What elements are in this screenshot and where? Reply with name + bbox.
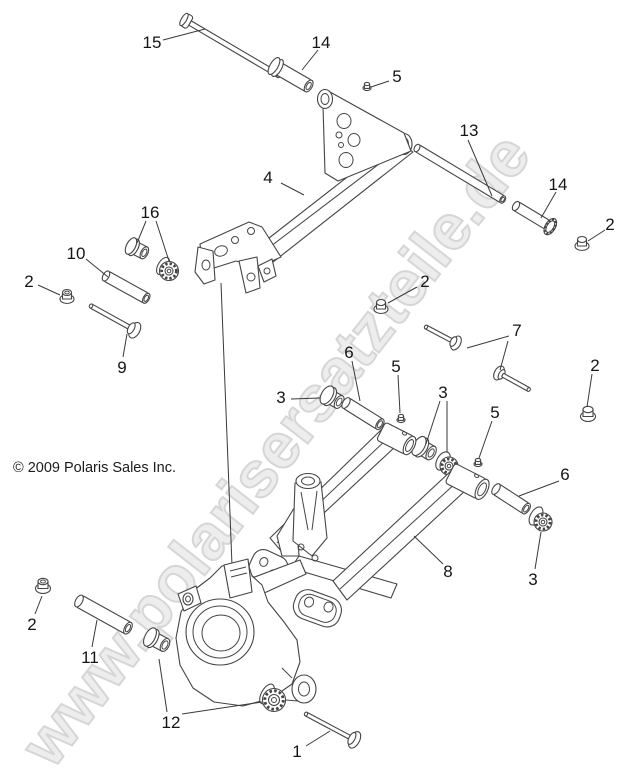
- part-10-tube: [101, 270, 151, 304]
- part-1-bolt: [303, 711, 362, 749]
- part-11-tube: [74, 594, 133, 635]
- part-9-bolt: [88, 303, 142, 339]
- callout-10: 10: [67, 244, 86, 263]
- callout-12: 12: [162, 713, 181, 732]
- part-6-tube-left: [341, 397, 385, 431]
- callout-2-topright: 2: [605, 215, 614, 234]
- copyright-notice: © 2009 Polaris Sales Inc.: [13, 460, 176, 476]
- part-6-tube-right: [491, 483, 531, 515]
- callout-14-right: 14: [549, 175, 568, 194]
- part-2-nut-mid: [373, 298, 389, 315]
- callout-2-left: 2: [24, 272, 33, 291]
- part-16-bushing-splined: [156, 256, 180, 282]
- part-14-bolt-right: [511, 200, 558, 236]
- part-2-nut-right: [579, 405, 597, 423]
- callout-1: 1: [292, 742, 301, 761]
- callout-labels: 15 14 5 13 14 2 4 16 10 2 2 9 6 7 2 3 5 …: [24, 33, 614, 761]
- part-13-tube: [413, 143, 507, 204]
- part-2-nut-topright: [574, 235, 590, 252]
- callout-11: 11: [81, 648, 99, 667]
- knuckle-carrier: [175, 558, 317, 707]
- part-3-bushing-splined-right: [528, 506, 553, 532]
- callout-3-mid: 3: [438, 383, 447, 402]
- part-5-nut-top: [362, 81, 372, 92]
- part-2-nut-bottomleft: [34, 577, 52, 595]
- part-5-nut-right: [473, 457, 483, 468]
- part-5-nut-mid: [396, 413, 406, 424]
- callout-5-mid: 5: [391, 357, 400, 376]
- callout-8: 8: [443, 562, 452, 581]
- part-8-arm-assembly: [248, 422, 490, 628]
- part-2-nut-left: [59, 288, 75, 305]
- callout-16: 16: [141, 203, 160, 222]
- part-12-plug-splined: [259, 683, 287, 713]
- callout-7: 7: [512, 321, 521, 340]
- part-16-bushing-cup: [124, 237, 150, 260]
- callout-3-left: 3: [276, 388, 285, 407]
- callout-14-top: 14: [312, 33, 331, 52]
- part-14-sleeve-top: [267, 56, 314, 93]
- callout-2-mid: 2: [420, 272, 429, 291]
- part-7-bolt-lower: [493, 365, 531, 392]
- callout-4: 4: [263, 168, 272, 187]
- callout-3-bottom: 3: [528, 570, 537, 589]
- assembly-axis-line: [220, 282, 234, 592]
- part-4-upper-a-arm: [194, 88, 414, 294]
- part-12-bushing: [143, 627, 171, 652]
- callout-13: 13: [460, 121, 479, 140]
- callout-6-right: 6: [560, 465, 569, 484]
- callout-15: 15: [143, 33, 162, 52]
- callout-2-right: 2: [590, 356, 599, 375]
- callout-5-top: 5: [392, 67, 401, 86]
- part-15-bolt: [179, 12, 282, 79]
- callout-9: 9: [117, 358, 126, 377]
- callout-5-right: 5: [490, 403, 499, 422]
- leader-lines: [34, 28, 606, 747]
- callout-6-left: 6: [344, 343, 353, 362]
- callout-2-bottomleft: 2: [27, 615, 36, 634]
- part-7-bolt-upper: [423, 324, 462, 351]
- part-3-bushing-flanged: [411, 435, 437, 461]
